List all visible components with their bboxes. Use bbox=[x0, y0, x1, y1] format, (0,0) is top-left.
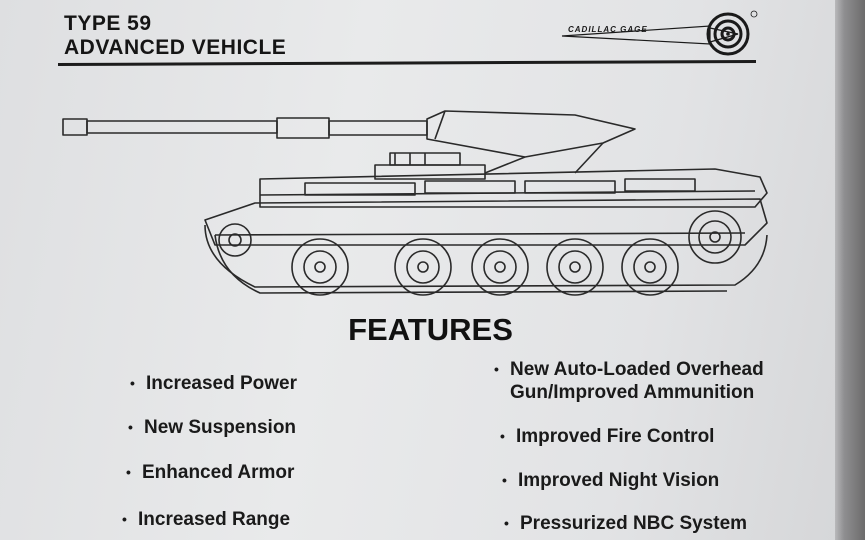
feature-text: Improved Fire Control bbox=[516, 426, 715, 447]
feature-text: New Suspension bbox=[144, 417, 297, 438]
document-page bbox=[0, 0, 835, 540]
feature-item: • Increased Range bbox=[122, 508, 290, 532]
tank-side-view-illustration bbox=[62, 110, 768, 296]
bullet: • bbox=[500, 428, 505, 444]
target-rings-icon bbox=[561, 10, 758, 56]
bullet: • bbox=[122, 511, 127, 527]
logo-text: CADILLAC GAGE bbox=[568, 25, 648, 34]
feature-item: • Enhanced Armor bbox=[126, 461, 294, 485]
bullet: • bbox=[502, 472, 507, 488]
feature-text: Improved Night Vision bbox=[518, 470, 720, 491]
feature-text: New Auto-Loaded Overhead Gun/Improved Am… bbox=[510, 359, 764, 403]
feature-item: • New Suspension bbox=[128, 416, 296, 440]
features-heading-text: FEATURES bbox=[348, 312, 513, 347]
stacked-page-edge bbox=[835, 0, 865, 540]
feature-item: • New Auto-Loaded Overhead Gun/Improved A… bbox=[494, 358, 790, 404]
bullet: • bbox=[126, 464, 131, 480]
feature-item: • Pressurized NBC System bbox=[504, 512, 747, 536]
feature-item: • Improved Fire Control bbox=[500, 425, 714, 449]
features-heading: FEATURES bbox=[0, 312, 865, 348]
bullet: • bbox=[130, 375, 135, 391]
bullet: • bbox=[128, 419, 133, 435]
feature-text: Enhanced Armor bbox=[142, 462, 295, 483]
title-line-2: ADVANCED VEHICLE bbox=[64, 36, 287, 59]
bullet: • bbox=[494, 361, 499, 377]
feature-text: Increased Range bbox=[138, 509, 291, 530]
feature-item: • Increased Power bbox=[130, 372, 297, 396]
bullet: • bbox=[504, 515, 509, 531]
title-line-1: TYPE 59 bbox=[64, 12, 152, 35]
feature-text: Increased Power bbox=[146, 373, 298, 394]
feature-item: • Improved Night Vision bbox=[502, 469, 719, 493]
feature-text: Pressurized NBC System bbox=[520, 513, 748, 534]
company-logo: CADILLAC GAGE bbox=[560, 6, 760, 62]
